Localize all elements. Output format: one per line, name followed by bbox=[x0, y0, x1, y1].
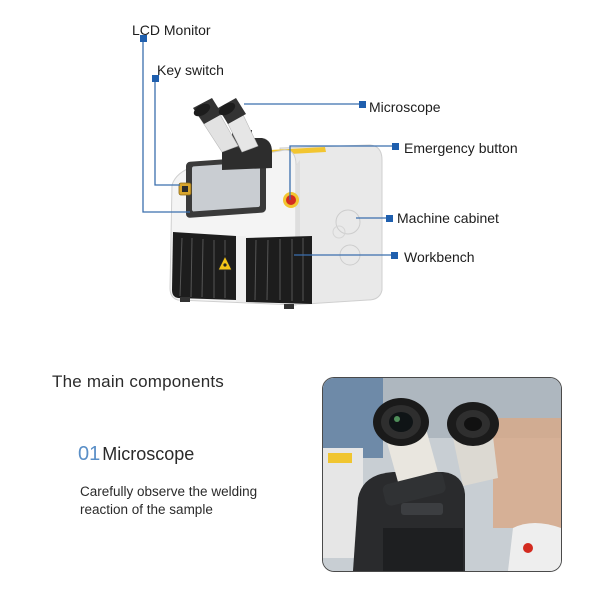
label-emergency-button: Emergency button bbox=[404, 140, 518, 156]
callout-lines bbox=[142, 38, 395, 256]
label-machine-cabinet: Machine cabinet bbox=[397, 210, 499, 226]
microscope bbox=[193, 98, 272, 170]
component-number: 01 bbox=[78, 443, 101, 465]
emergency-stop-icon bbox=[283, 192, 299, 208]
machine-diagram bbox=[140, 35, 399, 309]
laser-warning-icon bbox=[217, 254, 233, 271]
component-name: Microscope bbox=[102, 444, 195, 464]
label-lcd-monitor: LCD Monitor bbox=[132, 22, 211, 38]
key-switch bbox=[178, 182, 192, 196]
callout-markers bbox=[140, 35, 399, 259]
foot bbox=[284, 304, 294, 309]
label-workbench: Workbench bbox=[404, 249, 475, 265]
foot bbox=[180, 297, 190, 302]
lcd-monitor bbox=[186, 156, 266, 218]
laser-welder-machine bbox=[169, 98, 383, 309]
label-microscope: Microscope bbox=[369, 99, 441, 115]
label-key-switch: Key switch bbox=[157, 62, 224, 78]
workbench bbox=[172, 232, 312, 304]
section-title: The main components bbox=[52, 372, 224, 391]
component-description: Carefully observe the welding reaction o… bbox=[80, 484, 258, 517]
microscope-photo bbox=[322, 377, 562, 572]
